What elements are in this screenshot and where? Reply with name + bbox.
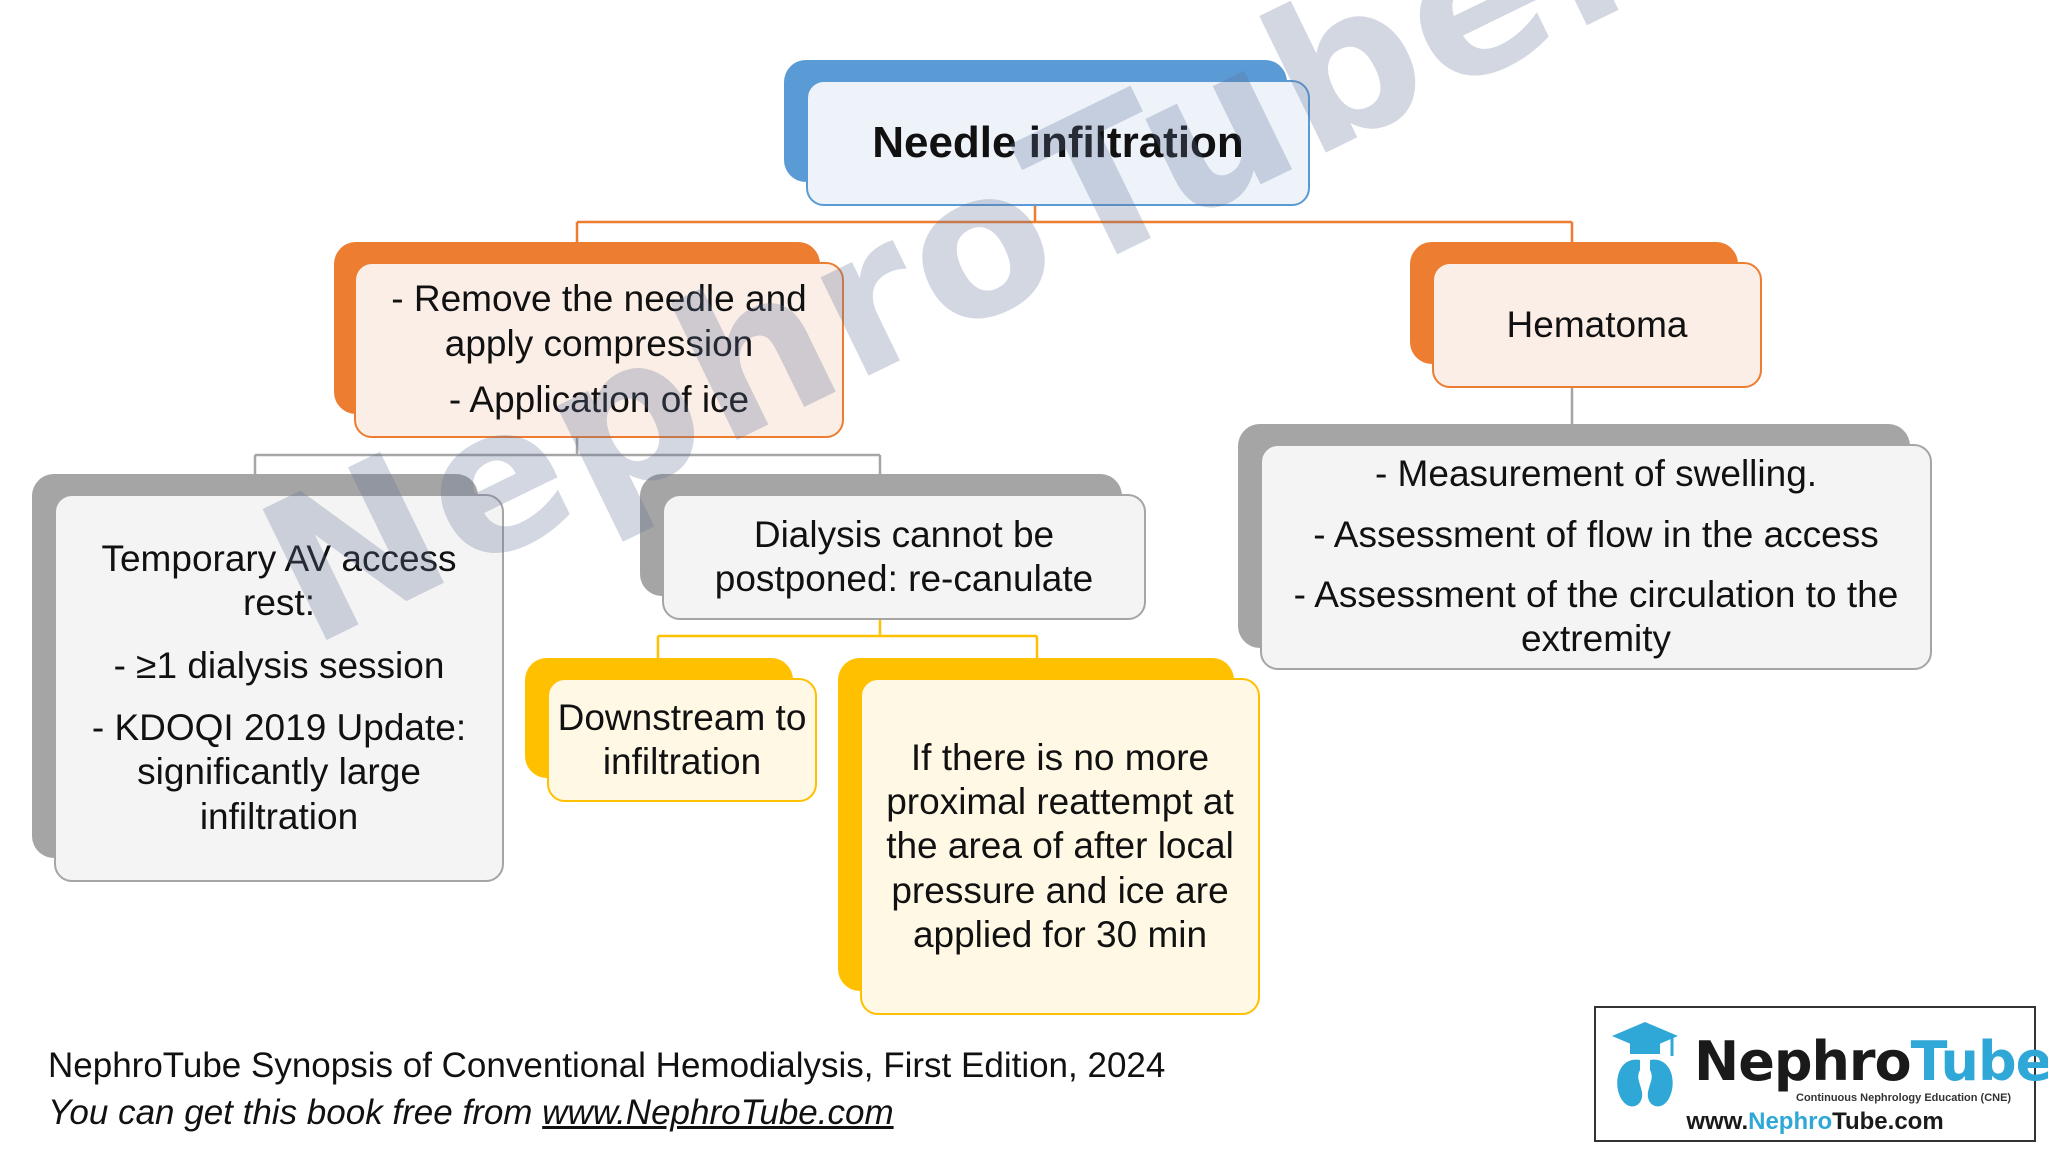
remove-needle-text: - Remove the needle and apply compressio… (391, 278, 807, 364)
connector-recanulate-children (656, 620, 1039, 660)
logo-url: www.NephroTube.com (1596, 1108, 2034, 1136)
connector-root-branches (575, 205, 1574, 245)
logo-url-part1: www. (1686, 1108, 1749, 1135)
node-recanulate: Dialysis cannot be postponed: re-canulat… (640, 474, 1146, 620)
dialysis-session-text: - ≥1 dialysis session (113, 644, 445, 686)
nephrotube-logo: NephroTube Continuous Nephrology Educati… (1594, 1006, 2048, 1142)
logo-url-part4: .com (1887, 1108, 1944, 1135)
footer-prefix: You can get this book free from (48, 1093, 543, 1132)
swelling-text: - Measurement of swelling. (1374, 453, 1818, 495)
logo-brand-part2: Tube (1910, 1030, 2048, 1093)
logo-brand: NephroTube (1694, 1030, 2048, 1093)
proximal-reattempt-label: If there is no more proximal reattempt a… (886, 736, 1234, 956)
branch-remove-needle: - Remove the needle and apply compressio… (334, 242, 844, 438)
node-proximal-reattempt: If there is no more proximal reattempt a… (838, 658, 1260, 1015)
footer-citation: NephroTube Synopsis of Conventional Hemo… (48, 1046, 1166, 1085)
logo-url-part3: Tube (1832, 1108, 1888, 1135)
connector-left-children (253, 437, 882, 475)
flow-text: - Assessment of flow in the access (1313, 513, 1879, 555)
hematoma-label: Hematoma (1506, 303, 1688, 345)
logo-brand-part1: Nephro (1694, 1030, 1912, 1093)
access-rest-title: Temporary AV access rest: (101, 537, 457, 624)
node-hematoma-assessment: - Measurement of swelling. - Assessment … (1238, 424, 1932, 670)
logo-tagline: Continuous Nephrology Education (CNE) (1796, 1092, 2012, 1104)
footer-link[interactable]: www.NephroTube.com (542, 1093, 894, 1132)
recanulate-label: Dialysis cannot be postponed: re-canulat… (714, 513, 1094, 599)
kidney-graduation-icon (1612, 1022, 1678, 1107)
footer-availability: You can get this book free from www.Neph… (48, 1089, 1165, 1136)
root-title: Needle infiltration (872, 117, 1244, 167)
node-downstream: Downstream to infiltration (525, 658, 817, 802)
kdoqi-update-text: - KDOQI 2019 Update: significantly large… (91, 707, 467, 837)
apply-ice-text: - Application of ice (448, 379, 750, 421)
logo-url-part2: Nephro (1748, 1108, 1833, 1135)
root-node: Needle infiltration (784, 60, 1311, 206)
branch-hematoma: Hematoma (1410, 242, 1762, 388)
node-access-rest: Temporary AV access rest: - ≥1 dialysis … (32, 474, 504, 882)
downstream-label: Downstream to infiltration (557, 696, 807, 782)
footer: NephroTube Synopsis of Conventional Hemo… (48, 1042, 1165, 1136)
circulation-text: - Assessment of the circulation to the e… (1293, 574, 1899, 660)
